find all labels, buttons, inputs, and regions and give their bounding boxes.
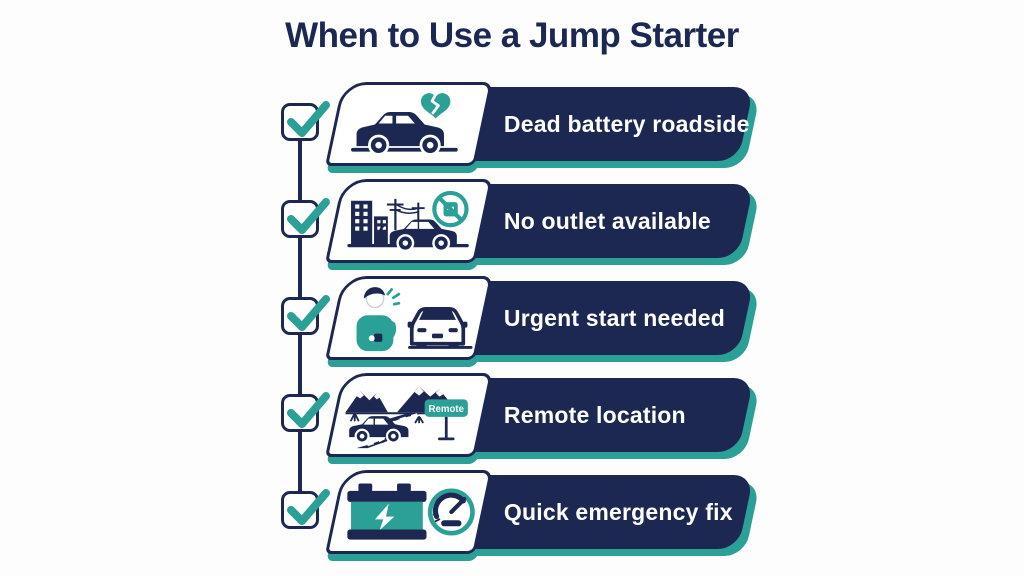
banner-label: Urgent start needed: [504, 304, 726, 331]
checkmark-icon: [287, 101, 330, 137]
list-item: Remote location: [0, 373, 1024, 464]
checkbox-checked: [281, 101, 330, 141]
checkmark-icon: [287, 489, 330, 525]
icon-panel: [325, 179, 493, 263]
checkbox-checked: [281, 198, 330, 238]
icon-panel: Remote: [325, 373, 493, 457]
list-item: No outlet available: [0, 179, 1024, 270]
banner-no-outlet: No outlet available: [466, 184, 754, 258]
banner-quick-fix: Quick emergency fix: [466, 475, 754, 549]
person-watch-car-icon: [356, 287, 473, 352]
battery-gauge-icon: [347, 483, 475, 540]
checkbox-checked: [281, 489, 330, 529]
checkbox-checked: [281, 295, 330, 335]
banner-dead-battery: Dead battery roadside: [466, 87, 754, 161]
remote-sign-label: Remote: [429, 404, 465, 415]
banner-label: Quick emergency fix: [504, 498, 733, 525]
banner-urgent-start: Urgent start needed: [466, 281, 754, 355]
car-broken-heart-icon: [351, 93, 458, 156]
icon-panel: [325, 276, 493, 360]
checkmark-icon: [287, 392, 330, 428]
banner-remote-location: Remote location: [466, 378, 754, 452]
banner-label: No outlet available: [504, 207, 712, 234]
checkmark-icon: [287, 295, 330, 331]
list-item: Urgent start needed: [0, 276, 1024, 367]
page-title: When to Use a Jump Starter: [285, 16, 739, 55]
list-item: Dead battery roadside: [0, 82, 1024, 173]
checkbox-checked: [281, 392, 330, 432]
icon-panel: [325, 82, 493, 166]
list-item: Quick emergency fix: [0, 470, 1024, 561]
no-outlet-icon: [347, 190, 469, 253]
banner-label: Dead battery roadside: [504, 110, 750, 137]
banner-label: Remote location: [504, 401, 686, 428]
checkmark-icon: [287, 198, 330, 234]
icon-panel: [325, 470, 493, 554]
mountain-road-icon: Remote: [345, 386, 468, 449]
